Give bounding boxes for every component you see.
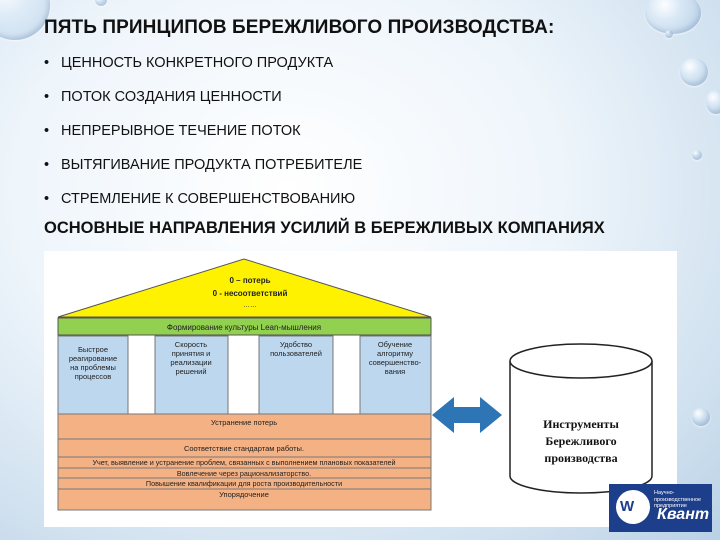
culture-band-label: Формирование культуры Lean-мышления [167,323,321,332]
water-drop [95,0,107,6]
foundation-label: Учет, выявление и устранение проблем, св… [92,458,395,467]
water-drop [706,90,720,114]
logo-emblem [616,490,650,524]
bullet: • [44,89,50,105]
water-drop [0,0,50,40]
logo-small-line: Научно-производственное [654,490,702,503]
principle-text: ПОТОК СОЗДАНИЯ ЦЕННОСТИ [61,89,282,105]
pillar-4 [359,335,432,415]
pillar-4-line: вания [385,367,405,376]
pillar-3-line: пользователей [270,349,322,358]
culture-band [57,317,432,336]
roof-line-2: 0 - несоответствий [213,289,288,298]
bullet: • [44,157,50,173]
logo-name: Квант [657,506,710,523]
pillar-2-line: принятия и [172,349,211,358]
tools-cylinder-top [509,343,653,379]
water-drop [665,30,673,38]
list-item: • ВЫТЯГИВАНИЕ ПРОДУКТА ПОТРЕБИТЕЛЕ [44,157,362,191]
list-item: • ПОТОК СОЗДАНИЯ ЦЕННОСТИ [44,89,362,123]
pillar-2-line: решений [175,367,206,376]
pillar-1-line: на проблемы [70,363,116,372]
roof [57,258,432,318]
company-logo: W Научно-производственное предприятие Кв… [609,484,712,532]
water-drop [680,58,708,86]
pillar-4-line: Обучение [378,340,412,349]
page-title: ПЯТЬ ПРИНЦИПОВ БЕРЕЖЛИВОГО ПРОИЗВОДСТВА: [44,17,555,38]
roof-line-3: …… [243,302,257,309]
tools-label-line: производства [544,451,617,465]
foundation-label: Повышение квалификации для роста произво… [146,479,342,488]
pillar-2-line: реализации [170,358,211,367]
water-drop [645,0,701,34]
logo-small-line: предприятие [654,503,687,509]
pillar-1-line: процессов [75,372,112,381]
list-item: • НЕПРЕРЫВНОЕ ТЕЧЕНИЕ ПОТОК [44,123,362,157]
double-arrow-icon [432,397,502,433]
foundation-label: Устранение потерь [211,418,277,427]
tools-label-line: Бережливого [545,434,616,448]
foundation-label: Упорядочение [219,490,269,499]
pillar-4-line: совершенство- [369,358,422,367]
foundation-band [57,488,432,511]
bullet: • [44,55,50,71]
principle-text: ВЫТЯГИВАНИЕ ПРОДУКТА ПОТРЕБИТЕЛЕ [61,157,363,173]
list-item: • ЦЕННОСТЬ КОНКРЕТНОГО ПРОДУКТА [44,55,362,89]
section-subtitle: ОСНОВНЫЕ НАПРАВЛЕНИЯ УСИЛИЙ В БЕРЕЖЛИВЫХ… [44,219,605,237]
tools-cylinder [509,361,653,494]
bullet: • [44,191,50,207]
principle-text: НЕПРЕРЫВНОЕ ТЕЧЕНИЕ ПОТОК [61,123,301,139]
principle-text: ЦЕННОСТЬ КОНКРЕТНОГО ПРОДУКТА [61,55,334,71]
principle-text: СТРЕМЛЕНИЕ К СОВЕРШЕНСТВОВАНИЮ [61,191,356,207]
pillar-4-line: алгоритму [377,349,413,358]
pillar-2-line: Скорость [175,340,207,349]
pillar-1-line: реагирование [69,354,117,363]
roof-line-1: 0 – потерь [229,276,270,285]
bullet: • [44,123,50,139]
pillar-2 [154,335,229,415]
logo-mark: W [620,498,634,515]
logo-small-text: Научно-производственное предприятие [654,490,710,510]
water-drop [692,150,702,160]
pillar-1-line: Быстрое [78,345,108,354]
water-drop [692,408,710,426]
pillar-3-line: Удобство [280,340,312,349]
list-item: • СТРЕМЛЕНИЕ К СОВЕРШЕНСТВОВАНИЮ [44,191,362,225]
foundation-label: Соответствие стандартам работы. [184,444,304,453]
foundation-band [57,413,432,440]
principles-list: • ЦЕННОСТЬ КОНКРЕТНОГО ПРОДУКТА • ПОТОК СО… [44,55,362,225]
tools-label-line: Инструменты [543,417,619,431]
diagram-svg: 0 – потерь 0 - несоответствий …… Формиро… [57,258,653,511]
lean-house-diagram: 0 – потерь 0 - несоответствий …… Формиро… [44,251,677,527]
foundation-label: Вовлечение через рационализаторство. [177,469,311,478]
pillar-3 [258,335,334,415]
